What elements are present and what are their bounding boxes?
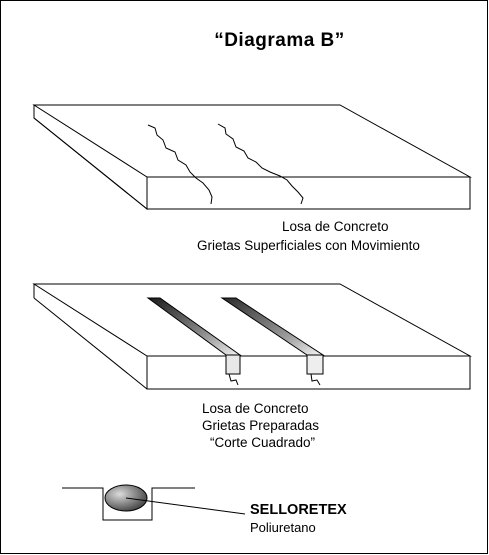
diagram-title: “Diagrama B” [214, 30, 345, 51]
slab2-caption-line3: “Corte Cuadrado” [210, 435, 316, 450]
slab-1 [32, 104, 472, 211]
slab-2 [32, 283, 472, 390]
product-name: SELLORETEX [250, 502, 347, 518]
product-material: Poliuretano [250, 520, 316, 535]
slab2-caption-line2: Grietas Preparadas [202, 418, 320, 433]
leader-line [125, 497, 246, 515]
slab1-caption-line1: Losa de Concreto [282, 219, 389, 234]
slab2-caption-line1: Losa de Concreto [202, 401, 309, 416]
slab1-caption-line2: Grietas Superficiales con Movimiento [197, 238, 420, 253]
crack-left [147, 124, 213, 205]
crack-right [217, 123, 304, 205]
sealant-detail [62, 484, 246, 521]
